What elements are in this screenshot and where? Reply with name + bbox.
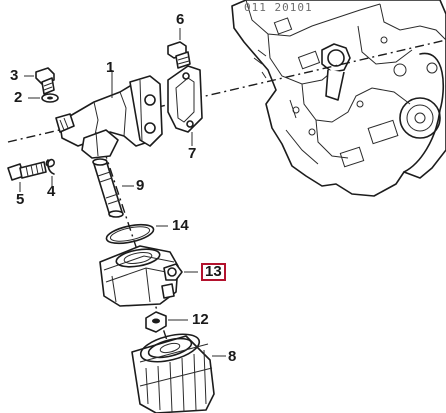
callout-14: 14	[172, 217, 189, 234]
part-5-bolt	[7, 161, 47, 192]
callout-1: 1	[106, 59, 115, 76]
callout-3: 3	[10, 67, 19, 84]
part-7-gasket	[167, 65, 203, 146]
part-13-filter-housing	[99, 245, 198, 307]
watermark-text: 011 20101	[244, 1, 313, 14]
callout-13-highlighted[interactable]: 13	[201, 263, 226, 281]
part-9-tube	[92, 158, 134, 218]
part-12-nut	[145, 311, 188, 333]
callout-4: 4	[47, 183, 56, 200]
callout-12: 12	[192, 311, 209, 328]
callout-9: 9	[136, 177, 145, 194]
callout-5: 5	[16, 191, 25, 208]
callout-7: 7	[188, 145, 197, 162]
callout-8: 8	[228, 348, 237, 365]
part-3-plug-bolt	[24, 67, 55, 95]
part-1-filter-flange	[55, 70, 163, 159]
part-8-oil-filter	[131, 333, 226, 413]
assembly-axis-line	[7, 39, 446, 143]
callout-2: 2	[14, 89, 23, 106]
part-2-washer	[28, 93, 59, 103]
part-6-screw	[167, 28, 191, 69]
engine-block	[231, 0, 446, 197]
part-4-clip	[45, 158, 55, 186]
callout-6: 6	[176, 11, 185, 28]
part-14-seal-ring	[105, 223, 168, 245]
